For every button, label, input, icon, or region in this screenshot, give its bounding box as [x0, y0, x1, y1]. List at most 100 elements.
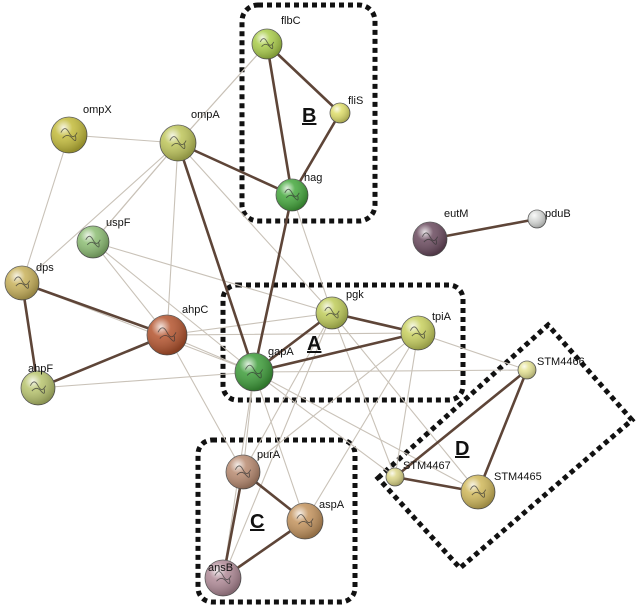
node-STM4465[interactable]: STM4465: [460, 471, 542, 510]
edge-gapA-tpiA: [252, 331, 420, 374]
edge-ahpF-gapA: [37, 371, 255, 389]
node-label-STM4466: STM4466: [537, 356, 585, 368]
node-eutM[interactable]: eutM: [412, 208, 468, 257]
edge-ahpC-tpiA: [166, 332, 419, 336]
node-structure-icon-flbC: [259, 38, 275, 50]
node-label-eutM: eutM: [444, 208, 468, 220]
node-shine-dps: [5, 266, 39, 300]
node-shine-aspA: [287, 503, 323, 539]
edge-STM4465-STM4466: [476, 368, 529, 494]
edge-ompA-gapA: [176, 141, 256, 374]
node-shine-pduB: [528, 210, 546, 228]
edge-uspF-pgk: [92, 241, 333, 314]
node-purA[interactable]: purA: [225, 449, 281, 490]
node-label-ahpF: ahpF: [28, 363, 53, 375]
node-uspF[interactable]: uspF: [76, 217, 131, 259]
node-label-ahpC: ahpC: [182, 304, 208, 316]
node-pgk[interactable]: pgk: [315, 289, 364, 330]
node-label-hag: hag: [304, 172, 322, 184]
node-tpiA[interactable]: tpiA: [400, 311, 452, 351]
node-shine-pgk: [316, 297, 348, 329]
edge-flbC-ompA: [177, 43, 268, 144]
node-structure-icon-pgk: [324, 306, 340, 319]
cluster-label-a: A: [307, 333, 321, 355]
edge-pgk-purA: [242, 312, 333, 473]
edge-gapA-STM4466: [253, 369, 528, 373]
edge-ahpC-purA: [166, 334, 244, 473]
edge-ahpF-ahpC: [36, 333, 169, 390]
node-ansB[interactable]: ansB: [204, 559, 242, 597]
node-aspA[interactable]: aspA: [286, 499, 345, 540]
edge-uspF-gapA: [92, 241, 255, 373]
node-structure-icon-hag: [284, 188, 300, 201]
node-structure-icon-uspF: [85, 235, 101, 248]
node-structure-icon-ompA: [169, 136, 187, 149]
node-gapA[interactable]: gapA: [234, 346, 294, 392]
node-structure-icon-dps: [13, 276, 31, 289]
cluster-box-d: [374, 321, 636, 572]
node-label-ansB: ansB: [208, 562, 233, 574]
edge-ompA-uspF: [92, 142, 179, 243]
node-label-pduB: pduB: [545, 208, 571, 220]
node-shine-uspF: [77, 226, 109, 258]
edge-ompA-dps: [21, 142, 179, 284]
cluster-box-b: [239, 2, 378, 224]
edge-pgk-STM4467: [331, 312, 396, 478]
node-structure-icon-eutM: [421, 232, 439, 245]
node-fliS[interactable]: fliS: [329, 95, 363, 124]
edge-ompA-pgk: [177, 142, 333, 314]
node-pduB[interactable]: pduB: [527, 208, 571, 229]
edge-hag-pgk: [291, 194, 333, 314]
node-shine-ahpC: [147, 315, 187, 355]
node-label-aspA: aspA: [319, 499, 345, 511]
node-structure-icon-ansB: [214, 571, 232, 584]
node-ahpC[interactable]: ahpC: [146, 304, 208, 356]
edge-gapA-STM4465: [253, 371, 479, 493]
node-STM4467[interactable]: STM4467: [385, 460, 451, 487]
node-structure-icon-ahpF: [29, 381, 47, 394]
node-shine-STM4467: [386, 468, 404, 486]
node-hag[interactable]: hag: [275, 172, 322, 212]
node-shine-STM4465: [461, 475, 495, 509]
edge-tpiA-purA: [242, 332, 419, 473]
edge-ompA-hag: [176, 141, 294, 197]
strong-edges: [20, 42, 539, 580]
edge-dps-ahpF: [20, 281, 40, 390]
edge-tpiA-STM4466: [417, 332, 528, 371]
node-shine-fliS: [330, 103, 350, 123]
edge-hag-gapA: [252, 193, 294, 374]
node-structure-icon-aspA: [296, 514, 314, 527]
node-dps[interactable]: dps: [4, 262, 54, 301]
node-flbC[interactable]: flbC: [251, 15, 301, 60]
node-label-ompX: ompX: [83, 104, 112, 116]
node-label-STM4465: STM4465: [494, 471, 542, 483]
node-label-dps: dps: [36, 262, 54, 274]
node-label-gapA: gapA: [268, 346, 294, 358]
node-shine-hag: [276, 179, 308, 211]
node-label-fliS: fliS: [348, 95, 363, 107]
cluster-label-c: C: [250, 511, 264, 533]
node-structure-icon-tpiA: [409, 326, 427, 339]
node-label-purA: purA: [257, 449, 281, 461]
node-structure-icon-STM4465: [469, 485, 487, 498]
node-ahpF[interactable]: ahpF: [20, 363, 56, 406]
node-label-uspF: uspF: [106, 217, 131, 229]
cluster-boxes: [195, 2, 636, 605]
node-label-tpiA: tpiA: [432, 311, 452, 323]
node-STM4466[interactable]: STM4466: [517, 356, 585, 380]
edge-gapA-STM4467: [253, 371, 396, 478]
node-label-ompA: ompA: [191, 109, 220, 121]
edge-eutM-pduB: [428, 217, 539, 241]
edge-tpiA-aspA: [304, 332, 419, 522]
edge-STM4467-STM4466: [393, 368, 529, 479]
node-shine-ansB: [205, 560, 241, 596]
node-shine-flbC: [252, 29, 282, 59]
cluster-label-d: D: [455, 438, 469, 460]
node-label-flbC: flbC: [281, 15, 301, 27]
node-ompA[interactable]: ompA: [159, 109, 220, 162]
node-shine-eutM: [413, 222, 447, 256]
node-structure-icon-purA: [234, 465, 252, 478]
edge-flbC-hag: [265, 42, 294, 197]
node-ompX[interactable]: ompX: [50, 104, 112, 154]
